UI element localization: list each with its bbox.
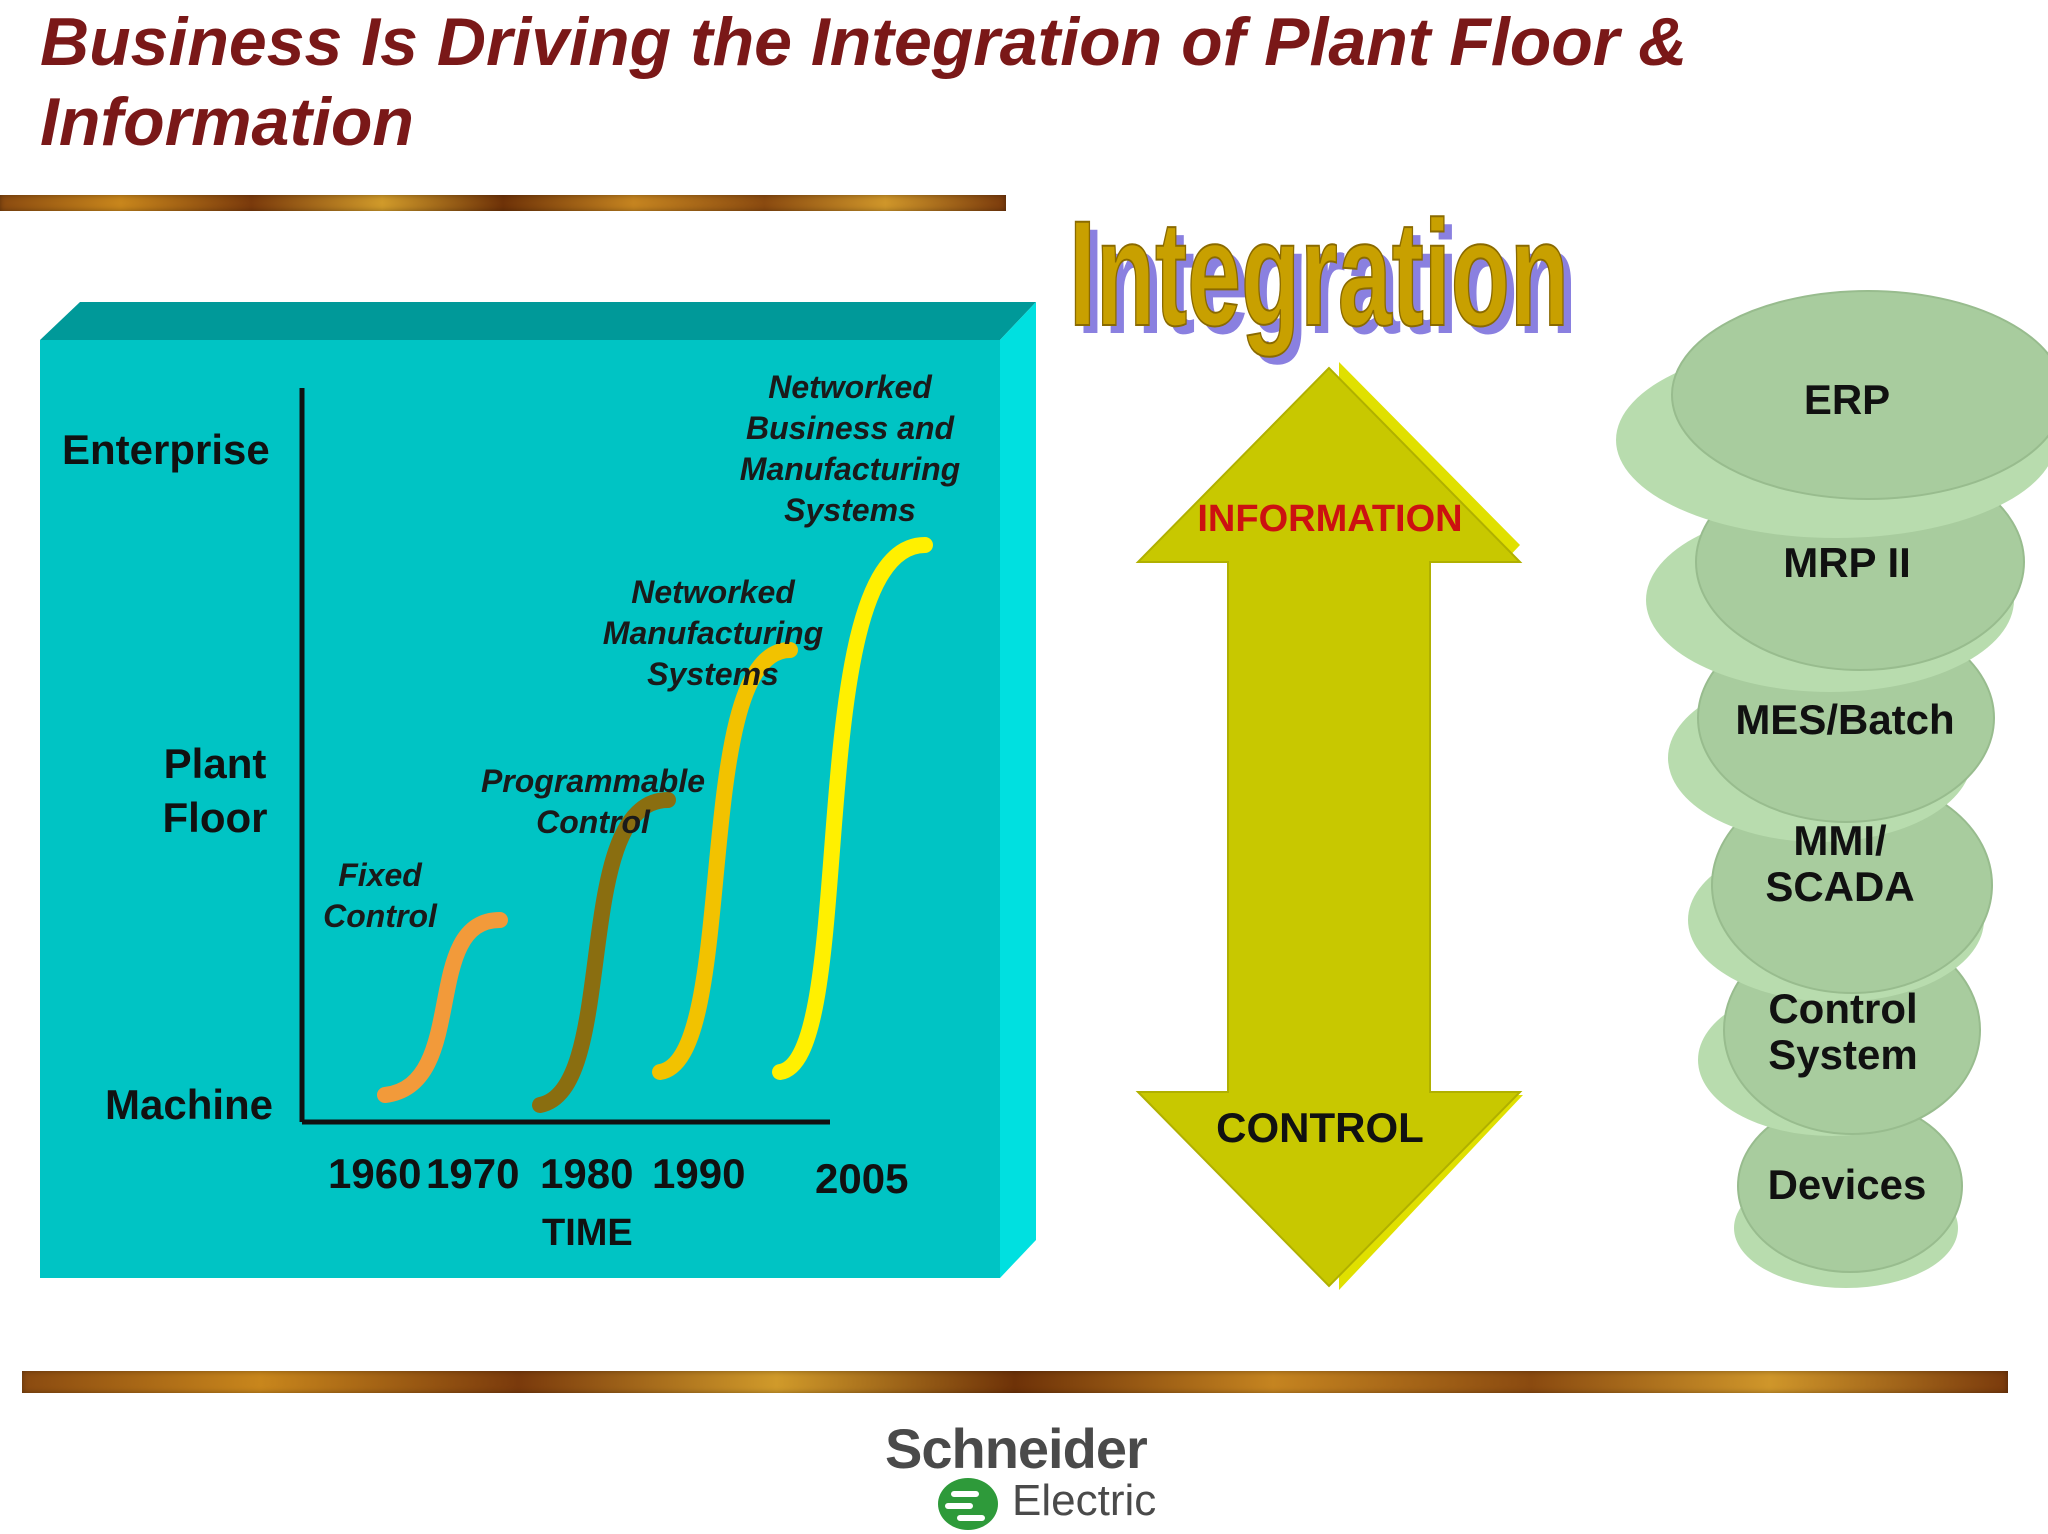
- double-arrow: [1135, 366, 1523, 1288]
- integration-word: Integration: [1069, 189, 1569, 357]
- stack-label-erp: ERP: [1803, 376, 1891, 423]
- decorative-band-top: [0, 195, 1006, 211]
- stack-label-devices: Devices: [1767, 1161, 1927, 1208]
- y-label-machine: Machine: [105, 1081, 274, 1128]
- label-networked-business: Networked Business and Manufacturing Sys…: [739, 369, 961, 528]
- chart-box-side: [1000, 302, 1036, 1278]
- x-label-1960: 1960: [328, 1150, 422, 1197]
- stack-label-mmi-scada: MMI/ SCADA: [1765, 817, 1915, 910]
- stack-label-mrp-ii: MRP II: [1783, 539, 1911, 586]
- curve-fixed-control: [377, 912, 508, 1103]
- stack-label-control-system: Control System: [1768, 985, 1918, 1078]
- label-networked-manufacturing: Networked Manufacturing Systems: [602, 574, 824, 692]
- label-fixed-control: Fixed Control: [323, 857, 437, 934]
- decorative-band-bottom: [22, 1371, 2008, 1393]
- x-label-2005: 2005: [815, 1155, 909, 1202]
- arrow-label-information: INFORMATION: [1197, 498, 1463, 540]
- chart-box-top: [40, 302, 1036, 340]
- disc-erp: [1671, 290, 2048, 500]
- slide-title: Business Is Driving the Integration of P…: [40, 4, 1688, 160]
- integration-word-shadow: Integration: [1077, 197, 1577, 365]
- label-programmable-control: Programmable Control: [480, 763, 706, 840]
- x-label-1980: 1980: [540, 1150, 634, 1197]
- x-axis-title: TIME: [542, 1212, 633, 1254]
- y-label-enterprise: Enterprise: [62, 426, 270, 473]
- x-label-1970: 1970: [426, 1150, 520, 1197]
- curve-networked-manufacturing: [652, 642, 798, 1080]
- logo-text-electric: Electric: [1012, 1476, 1157, 1525]
- curve-programmable-control: [532, 792, 676, 1113]
- curve-networked-business: [772, 537, 933, 1080]
- stack-label-mes-batch: MES/Batch: [1735, 696, 1955, 743]
- logo-mark-icon: [938, 1478, 998, 1530]
- y-label-plant-floor: Plant Floor: [162, 740, 268, 841]
- x-label-1990: 1990: [652, 1150, 746, 1197]
- logo-text-schneider: Schneider: [885, 1417, 1148, 1480]
- schneider-electric-logo: Schneider Electric: [880, 1418, 1220, 1534]
- arrow-label-control: CONTROL: [1216, 1104, 1424, 1151]
